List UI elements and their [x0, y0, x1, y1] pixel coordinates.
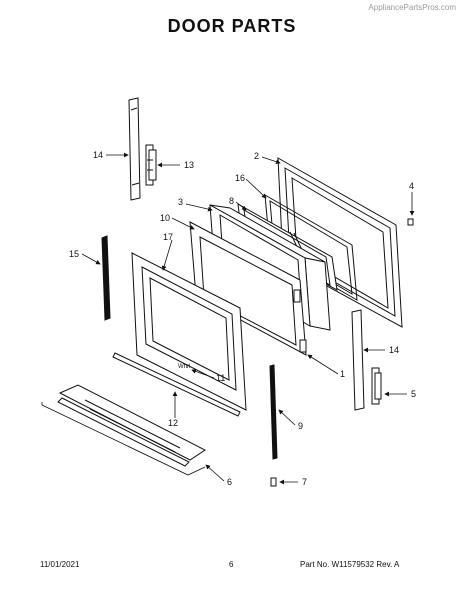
hinge-left: [145, 144, 157, 186]
outer-door-panel: Whrl: [131, 252, 247, 411]
callout-15: 15: [69, 249, 79, 259]
leader-lines: [41, 152, 415, 485]
callout-11: 11: [216, 373, 225, 383]
callout-7: 7: [302, 477, 307, 487]
callout-5: 5: [411, 389, 416, 399]
screw-bottom: [270, 477, 277, 487]
footer-part-number: Part No. W11579532 Rev. A: [300, 560, 400, 569]
callout-9: 9: [298, 421, 303, 431]
callout-16: 16: [235, 173, 245, 183]
callout-6: 6: [227, 477, 232, 487]
bottom-trim: [112, 352, 241, 417]
footer-page-number: 6: [229, 560, 234, 569]
callout-labels: 14 13 2 4 16 8 3 10 17 15 1 11 14 5 12 9…: [69, 150, 416, 487]
hinge-rail-right: [351, 309, 365, 411]
logo-mark: Whrl: [178, 364, 190, 370]
hinge-right: [371, 367, 382, 405]
callout-2: 2: [254, 151, 259, 161]
callout-12: 12: [168, 418, 178, 428]
callout-8: 8: [229, 196, 234, 206]
callout-1: 1: [340, 369, 345, 379]
callout-4: 4: [409, 181, 414, 191]
watermark: AppliancePartsPros.com: [368, 3, 456, 12]
callout-14-right: 14: [389, 345, 399, 355]
callout-17: 17: [163, 232, 173, 242]
hinge-rail-left: [128, 97, 141, 201]
screw-top: [407, 218, 414, 226]
page-title: DOOR PARTS: [167, 16, 297, 36]
callout-10: 10: [160, 213, 170, 223]
trim-strip-left: [101, 235, 111, 321]
callout-3: 3: [178, 197, 183, 207]
callout-14-left: 14: [93, 150, 103, 160]
callout-13: 13: [184, 160, 194, 170]
footer-date: 11/01/2021: [40, 560, 80, 569]
door-frame: [189, 221, 307, 356]
door-handle: [57, 384, 206, 467]
trim-strip-right: [269, 364, 278, 460]
